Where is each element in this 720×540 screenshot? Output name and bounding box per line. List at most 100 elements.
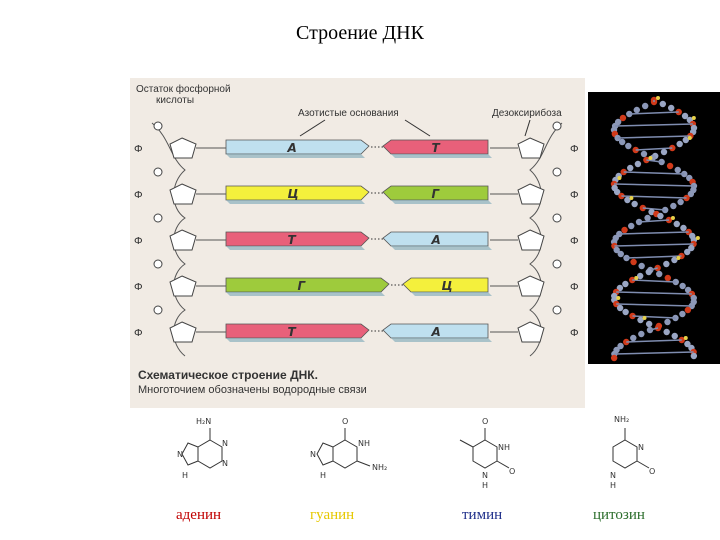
thymine-n: N (482, 471, 488, 480)
helix-atom-a-104 (631, 200, 638, 208)
base-left-label-1: Ц (288, 187, 299, 201)
base-right-label-3: Ц (442, 279, 453, 293)
phosphate-symbol-right-0: Ф (570, 144, 579, 155)
helix-rung-252 (614, 351, 694, 355)
base-right-shadow-2 (391, 246, 492, 250)
base-left-shadow-0 (226, 154, 365, 158)
guanine-formula: O NH NH₂ N H (310, 417, 387, 480)
base-right-label-1: Г (432, 187, 441, 201)
helix-atom-b-124 (628, 222, 635, 230)
guanine-n: N (310, 450, 316, 459)
helix-rung-48 (635, 147, 673, 151)
helix-atom-a-92 (613, 188, 621, 196)
helix-atom-a-100 (624, 196, 631, 204)
phosphate-left-0 (153, 121, 163, 131)
base-left-2 (225, 231, 370, 247)
cytosine-nh2: NH₂ (614, 415, 629, 424)
helix-rung-36 (617, 135, 691, 139)
helix-atom-a-172 (645, 268, 652, 276)
helix-atom-a-16 (681, 112, 689, 120)
base-left-3 (225, 277, 390, 293)
helix-rung-180 (632, 279, 676, 283)
thymine-o1: O (482, 417, 488, 426)
helix-atom-a-176 (636, 272, 644, 280)
adenine-n3: N (222, 459, 228, 468)
helix-atom-a-180 (629, 276, 636, 284)
sugar-right-2 (517, 229, 545, 251)
helix-atom-a-228 (654, 324, 662, 332)
helix-atom-b-208 (684, 306, 692, 314)
helix-atom-b-176 (664, 274, 672, 282)
helix-rung-192 (616, 291, 692, 295)
helix-atom-a-184 (622, 280, 629, 288)
helix-atom-b-164 (638, 262, 645, 270)
helix-atom-a-124 (673, 220, 680, 228)
helix-rung-72 (623, 171, 685, 175)
helix-atom-c-0 (656, 96, 660, 100)
helix-atom-a-148 (688, 244, 695, 252)
helix-atom-a-216 (629, 312, 636, 320)
helix-atom-b-160 (630, 258, 637, 266)
helix-atom-c-240 (683, 336, 688, 340)
phosphate-symbol-left-4: Ф (134, 328, 143, 339)
cytosine-h: H (610, 481, 616, 490)
phosphate-symbol-left-3: Ф (134, 282, 143, 293)
cytosine-o: O (649, 467, 655, 476)
sugar-label: Дезоксирибоза (492, 108, 562, 119)
helix-rung-240 (626, 339, 682, 343)
phosphate-left-4 (153, 305, 163, 315)
helix-atom-b-68 (674, 166, 681, 174)
helix-rung-228 (649, 327, 659, 331)
phosphate-symbol-left-0: Ф (134, 144, 143, 155)
helix-atom-a-116 (657, 212, 664, 220)
base-left-shadow-2 (226, 246, 365, 250)
helix-atom-a-12 (675, 108, 682, 116)
phosphate-symbol-right-2: Ф (570, 236, 579, 247)
helix-atom-b-148 (613, 246, 620, 254)
helix-atom-b-16 (619, 114, 627, 122)
thymine-o2: O (509, 467, 515, 476)
helix-atom-a-44 (676, 140, 683, 148)
helix-atom-b-44 (625, 142, 632, 150)
helix-atom-a-120 (665, 216, 673, 224)
phosphate-right-4 (552, 305, 562, 315)
caption-line2: Многоточием обозначены водородные связи (138, 384, 367, 396)
base-left-shadow-3 (226, 292, 385, 296)
adenine-h2n: H₂N (196, 417, 211, 426)
sugar-right-4 (517, 321, 545, 343)
helix-atom-b-152 (617, 250, 624, 258)
cytosine-nh: N (610, 471, 616, 480)
helix-atom-a-188 (616, 284, 624, 292)
helix-rung-168 (650, 267, 658, 271)
helix-atom-a-68 (627, 164, 634, 172)
helix-atom-b-184 (679, 282, 686, 290)
helix-rung-108 (642, 207, 666, 211)
helix-atom-a-168 (654, 264, 661, 272)
helix-atom-b-204 (688, 302, 695, 310)
helix-atom-b-52 (640, 150, 648, 158)
helix-atom-b-228 (646, 326, 654, 334)
sugar-right-0 (517, 137, 545, 159)
helix-atom-a-64 (634, 160, 642, 168)
base-left-1 (225, 185, 370, 201)
helix-atom-c-60 (648, 156, 653, 160)
phosphate-right-1 (552, 167, 562, 177)
helix-rung-144 (614, 243, 694, 247)
sugar-arrow (524, 119, 531, 137)
helix-atom-a-112 (648, 208, 655, 216)
helix-atom-a-8 (667, 104, 675, 112)
phosphate-symbol-right-3: Ф (570, 282, 579, 293)
helix-atom-b-172 (656, 270, 663, 278)
phosphate-symbol-right-4: Ф (570, 328, 579, 339)
helix-atom-a-48 (669, 144, 676, 152)
bases-arrow-left (299, 119, 326, 137)
sugar-left-4 (169, 321, 197, 343)
base-right-shadow-3 (411, 292, 492, 296)
helix-atom-a-204 (613, 300, 620, 308)
helix-atom-a-256 (690, 352, 698, 360)
base-right-shadow-4 (391, 338, 492, 342)
base-left-label-4: Т (288, 325, 297, 339)
helix-atom-b-64 (666, 162, 674, 170)
helix-atom-b-96 (683, 194, 690, 202)
sugar-left-3 (169, 275, 197, 297)
